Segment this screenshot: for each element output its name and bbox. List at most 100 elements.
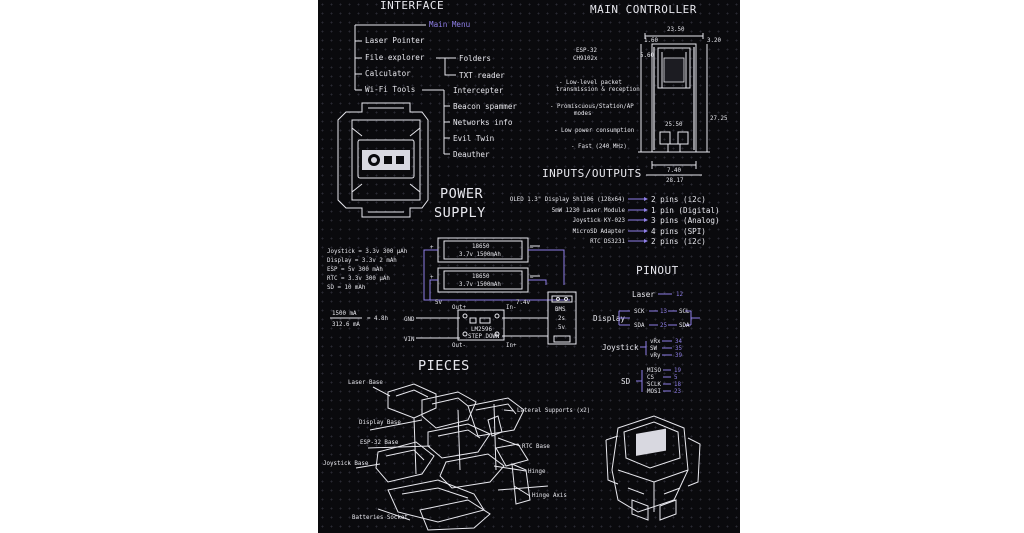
dimension-label: 5.60 [640, 53, 654, 59]
submenu-item: Networks info [453, 118, 513, 127]
piece-label: Lateral Supports (x2) [517, 408, 590, 414]
pinout-signal: SDA [679, 323, 690, 329]
pinout-pin: 12 [676, 292, 683, 298]
pinout-pin: 34 [675, 339, 682, 345]
piece-label: Joystick Base [323, 461, 369, 467]
esp32-pin-row [653, 47, 695, 150]
pieces-title: PIECES [418, 358, 470, 374]
dimension-label: 1.60 [644, 38, 658, 44]
schematic-canvas: INTERFACE Main Menu Laser Pointer File e… [323, 0, 728, 531]
submenu-item: Folders [459, 54, 491, 63]
main-menu-label: Main Menu [429, 20, 470, 29]
step-down-module [457, 309, 505, 341]
pinout-title: PINOUT [636, 264, 679, 277]
io-device: OLED 1.3" Display Sh1106 (128x64) [510, 197, 625, 203]
interface-title: INTERFACE [380, 0, 444, 12]
io-pins: 3 pins (Analog) [651, 216, 720, 225]
io-device: 5mW 1230 Laser Module [552, 208, 626, 214]
piece-label: Display Base [359, 420, 401, 426]
rail-label: GND [404, 317, 415, 323]
dimension-label: 3.20 [707, 38, 721, 44]
pinout-pin: 35 [675, 346, 682, 352]
pinout-signal: SCL [679, 309, 690, 315]
dimension-label: 28.17 [666, 178, 684, 184]
calc-result: = 4.8h [367, 316, 388, 322]
esp32-board-drawing [638, 33, 710, 176]
submenu-item: Evil Twin [453, 134, 494, 143]
stepdown-label: STEP DOWN [468, 334, 500, 340]
io-device: Joystick KY-023 [573, 218, 626, 224]
schematic-sheet: INTERFACE Main Menu Laser Pointer File e… [318, 0, 740, 533]
io-pins: 1 pin (Digital) [651, 206, 720, 215]
pinout-signal: CS [647, 375, 654, 381]
consumption-item: ESP = 5v 300 mAh [327, 267, 383, 273]
io-title: INPUTS/OUTPUTS [542, 167, 642, 180]
pinout-laser-label: Laser [632, 290, 655, 299]
piece-label: Hinge [528, 469, 546, 475]
module-pin: In+ [506, 343, 517, 349]
chip-label: ESP-32 [576, 48, 597, 54]
pinout-signal: SDA [634, 323, 645, 329]
power-title-line1: POWER [440, 186, 484, 202]
battery-pack: + − + − [430, 237, 534, 293]
io-pins: 4 pins (SPI) [651, 227, 706, 236]
svg-text:+: + [430, 245, 434, 251]
power-wiring [416, 245, 570, 339]
pinout-pin: 39 [675, 353, 682, 359]
module-pin: Out- [452, 343, 466, 349]
assembled-device-drawing [605, 415, 701, 521]
pieces-leader-lines [355, 386, 531, 521]
calc-capacity: 1500 mA [332, 311, 357, 317]
submenu-item: Intercepter [453, 86, 504, 95]
rail-label: 7.4v [516, 300, 530, 306]
module-pin: Out+ [452, 305, 466, 311]
exploded-view-drawing [375, 383, 549, 531]
controller-feature: - Promiscuous/Station/AP [550, 104, 634, 110]
dimension-label: 27.25 [710, 116, 728, 122]
pinout-display-label: Display [593, 314, 625, 323]
battery-rating: 3.7v 1500mAh [459, 252, 501, 258]
controller-feature: - Low power consumption [554, 128, 634, 134]
submenu-item: Deauther [453, 150, 490, 159]
device-top-view-drawing [337, 102, 429, 218]
dimension-label: 7.40 [667, 168, 681, 174]
svg-text:+: + [430, 275, 434, 281]
pinout-pin: 25 [660, 323, 667, 329]
pinout-pin: 23 [674, 389, 681, 395]
io-pins: 2 pins (i2c) [651, 237, 706, 246]
piece-label: RTC Base [522, 444, 550, 450]
controller-feature: - Fast (240 MHz) [571, 144, 627, 150]
controller-feature: modes [574, 111, 591, 117]
bms-module [547, 291, 577, 345]
pinout-signal: MOSI [647, 389, 661, 395]
consumption-item: Display = 3.3v 2 mAh [327, 258, 397, 264]
submenu-item: Beacon spammer [453, 102, 517, 111]
io-device: MicroSD Adapter [573, 229, 626, 235]
consumption-list: Joystick = 3.3v 300 µAh Display = 3.3v 2… [327, 249, 407, 291]
pinout-joystick-label: Joystick [602, 343, 639, 352]
submenu-item: TXT reader [459, 71, 505, 80]
pinout-signal: SCK [634, 309, 645, 315]
rail-label: 5v [435, 300, 442, 306]
pinout-sd-label: SD [621, 377, 631, 386]
pinout-signal: vRx [650, 339, 661, 345]
piece-label: Hinge Axis [532, 493, 567, 499]
io-table: OLED 1.3" Display Sh1106 (128x64) 5mW 12… [510, 195, 720, 246]
piece-label: ESP-32 Base [360, 440, 399, 446]
bms-cells: 2s [558, 316, 565, 322]
controller-title: MAIN CONTROLLER [590, 3, 697, 16]
piece-label: Laser Base [348, 380, 383, 386]
menu-tree-lines [354, 24, 456, 155]
chip-label: CH9102x [573, 56, 598, 62]
battery-type: 18650 [472, 274, 490, 280]
rail-label: VIN [404, 337, 415, 343]
menu-item: Laser Pointer [365, 36, 425, 45]
dimension-label: 23.50 [667, 27, 685, 33]
menu-item: File explorer [365, 53, 425, 62]
consumption-item: SD = 10 mAh [327, 285, 365, 291]
pinout-signal: SCLK [647, 382, 661, 388]
io-pins: 2 pins (i2c) [651, 195, 706, 204]
battery-life-calc: 1500 mA 312.6 mA = 4.8h [330, 311, 388, 328]
module-pin: In- [506, 305, 516, 311]
menu-item: Calculator [365, 69, 411, 78]
